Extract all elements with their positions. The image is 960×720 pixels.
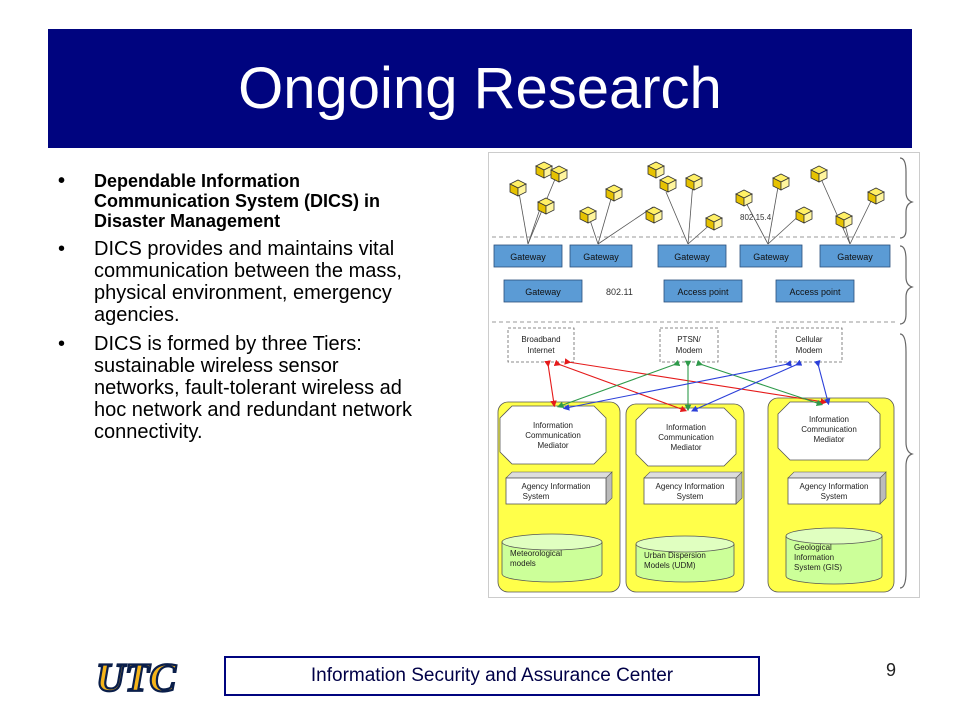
database-cylinder — [785, 536, 883, 585]
protocol-label-mid: 802.11 — [606, 287, 633, 297]
gateway-box — [493, 244, 563, 268]
mediator-label: Communication — [525, 431, 581, 440]
gateway-row: Gateway Gateway Gateway Gateway Gateway — [493, 244, 891, 268]
network-label: Cellular — [795, 335, 822, 344]
agency-systems: Agency Information System Agency Informa… — [505, 471, 887, 505]
database-label: Geological — [794, 543, 832, 552]
network-row: Broadband Internet PTSN/ Modem Cellular … — [507, 327, 843, 363]
tier-brace — [899, 333, 914, 589]
footer-banner: Information Security and Assurance Cente… — [224, 656, 760, 696]
agency-system-box — [505, 477, 607, 505]
access-point-label: Access point — [789, 287, 841, 297]
gateway-box — [739, 244, 803, 268]
agency-system-label: Agency Information — [656, 482, 725, 491]
network-label: Modem — [676, 346, 703, 355]
database-cylinder — [501, 542, 603, 583]
database-label: Urban Dispersion — [644, 551, 706, 560]
bullet-dot: • — [58, 238, 66, 260]
slide-title: Ongoing Research — [238, 56, 722, 121]
bullet-item: • Dependable Information Communication S… — [58, 171, 418, 231]
access-point-box — [663, 279, 743, 303]
gateway-label: Gateway — [525, 287, 561, 297]
databases: Meteorological models Urban Dispersion M… — [501, 527, 883, 585]
tier-brace — [899, 245, 914, 325]
database-label: Information — [794, 553, 834, 562]
logo-text: UTC — [96, 655, 177, 699]
bullet-text: Dependable Information Communication Sys… — [94, 171, 381, 231]
mediator-label: Information — [666, 423, 706, 432]
mediator-shape — [635, 407, 737, 467]
gateway-box — [657, 244, 727, 268]
connection-arrows — [544, 358, 831, 412]
network-box — [775, 327, 843, 363]
bullet-dot: • — [58, 333, 66, 355]
network-box — [507, 327, 575, 363]
bullet-item: • DICS is formed by three Tiers: sustain… — [58, 333, 418, 443]
agency-system-label: System — [821, 492, 848, 501]
mediator-label: Information — [533, 421, 573, 430]
mediators: Information Communication Mediator Infor… — [499, 401, 881, 467]
page-number: 9 — [886, 660, 897, 680]
agency-system-label: System — [523, 492, 550, 501]
mediator-label: Communication — [658, 433, 714, 442]
mediator-label: Information — [809, 415, 849, 424]
mediator-label: Mediator — [537, 441, 568, 450]
mediator-label: Communication — [801, 425, 857, 434]
access-point-label: Access point — [677, 287, 729, 297]
dics-architecture-diagram: 802.15.4 Gateway Gateway Gateway Gateway… — [488, 152, 920, 598]
mediator-label: Mediator — [813, 435, 844, 444]
network-label: Modem — [796, 346, 823, 355]
agency-system-box — [643, 477, 737, 505]
gateway-label: Gateway — [674, 252, 710, 262]
bullet-item: • DICS provides and maintains vital comm… — [58, 238, 418, 326]
bullet-list: • Dependable Information Communication S… — [58, 171, 418, 450]
agency-system-label: Agency Information — [800, 482, 869, 491]
database-cylinder — [635, 544, 735, 583]
mediator-label: Mediator — [670, 443, 701, 452]
bullet-dot: • — [58, 170, 66, 192]
tier-brace — [899, 157, 914, 239]
gateway-box — [569, 244, 633, 268]
gateway-label: Gateway — [510, 252, 546, 262]
database-label: Meteorological — [510, 549, 562, 558]
utc-logo: UTC — [95, 654, 179, 699]
access-row: Gateway 802.11 Access point Access point — [503, 279, 855, 303]
agency-system-label: Agency Information — [522, 482, 591, 491]
gateway-label: Gateway — [583, 252, 619, 262]
agency-system-box — [787, 477, 881, 505]
mediator-shape — [777, 401, 881, 461]
database-label: Models (UDM) — [644, 561, 696, 570]
title-banner: Ongoing Research — [48, 29, 912, 148]
agency-system-label: System — [677, 492, 704, 501]
network-box — [659, 327, 719, 363]
network-label: PTSN/ — [677, 335, 701, 344]
gateway-label: Gateway — [753, 252, 789, 262]
gateway-box — [503, 279, 583, 303]
bullet-text: DICS provides and maintains vital commun… — [94, 238, 402, 326]
database-label: System (GIS) — [794, 563, 842, 572]
network-label: Broadband — [521, 335, 560, 344]
database-label: models — [510, 559, 536, 568]
protocol-label-top: 802.15.4 — [740, 213, 772, 222]
network-label: Internet — [527, 346, 555, 355]
access-point-box — [775, 279, 855, 303]
bullet-text: DICS is formed by three Tiers: sustainab… — [94, 333, 412, 443]
gateway-box — [819, 244, 891, 268]
footer-text: Information Security and Assurance Cente… — [310, 665, 674, 686]
gateway-label: Gateway — [837, 252, 873, 262]
